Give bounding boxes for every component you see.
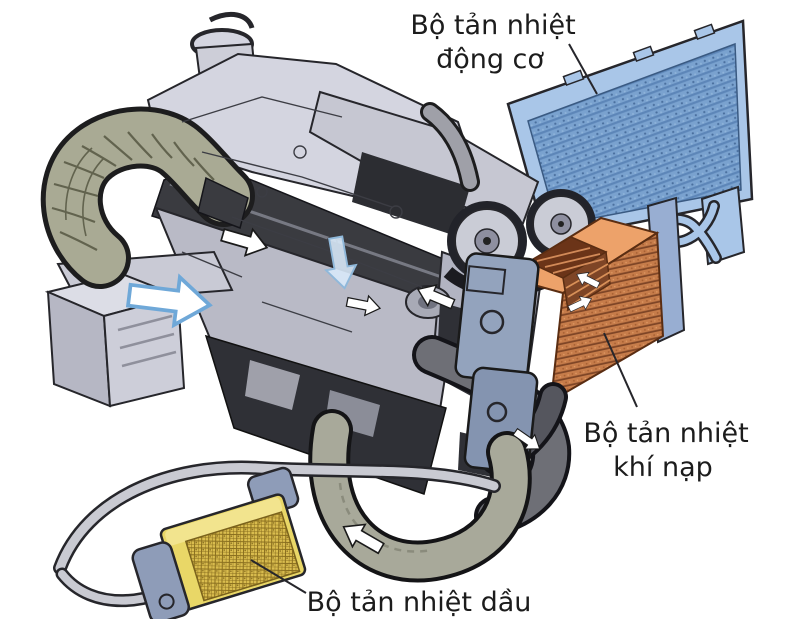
air-box-slats <box>117 314 177 368</box>
label-engine-radiator-line2: động cơ <box>436 44 544 75</box>
hose-corrugation <box>64 147 105 237</box>
intake-corrugated-hose <box>40 106 255 289</box>
label-engine-radiator-line1: Bộ tản nhiệt <box>410 10 575 41</box>
radiator-tab <box>693 23 716 41</box>
oil-cooler <box>131 466 307 619</box>
intercooler-front-face <box>549 231 665 403</box>
bracket-bolt <box>486 401 508 423</box>
engine-lower-highlight <box>245 360 300 410</box>
intake-hose-body <box>45 111 250 284</box>
engine-shadow-patch <box>352 152 470 236</box>
cutaway-fins <box>536 247 605 274</box>
bracket-plate <box>465 265 507 295</box>
radiator-tab <box>632 45 655 63</box>
label-charge-air-cooler-line2: khí nạp <box>613 452 713 483</box>
bracket-upper <box>454 252 540 384</box>
filter-handle <box>208 11 255 29</box>
radiator-tab <box>562 69 585 87</box>
intake-adapter <box>197 176 249 229</box>
oil-hose <box>55 463 499 573</box>
oil-cooler-port <box>158 593 175 610</box>
oil-cooler-circuit <box>53 460 501 619</box>
oil-cooler-top-highlight <box>165 497 283 546</box>
charge-air-cooler <box>502 196 686 403</box>
label-charge-air-cooler-line1: Bộ tản nhiệt <box>583 418 748 449</box>
leader-charge-air-cooler <box>603 332 638 408</box>
leader-oil-cooler <box>250 559 307 594</box>
label-oil-cooler: Bộ tản nhiệt dầu <box>307 587 532 618</box>
hose-corrugation <box>51 131 215 251</box>
u-hose <box>312 413 528 579</box>
top-hose <box>423 105 477 189</box>
leader-engine-radiator <box>568 43 598 95</box>
radiator-core <box>527 42 742 226</box>
oil-cooler-mesh <box>184 511 301 602</box>
annotations: Bộ tản nhiệt động cơ Bộ tản nhiệt khí nạ… <box>250 10 749 618</box>
bracket-bolt <box>479 309 505 335</box>
